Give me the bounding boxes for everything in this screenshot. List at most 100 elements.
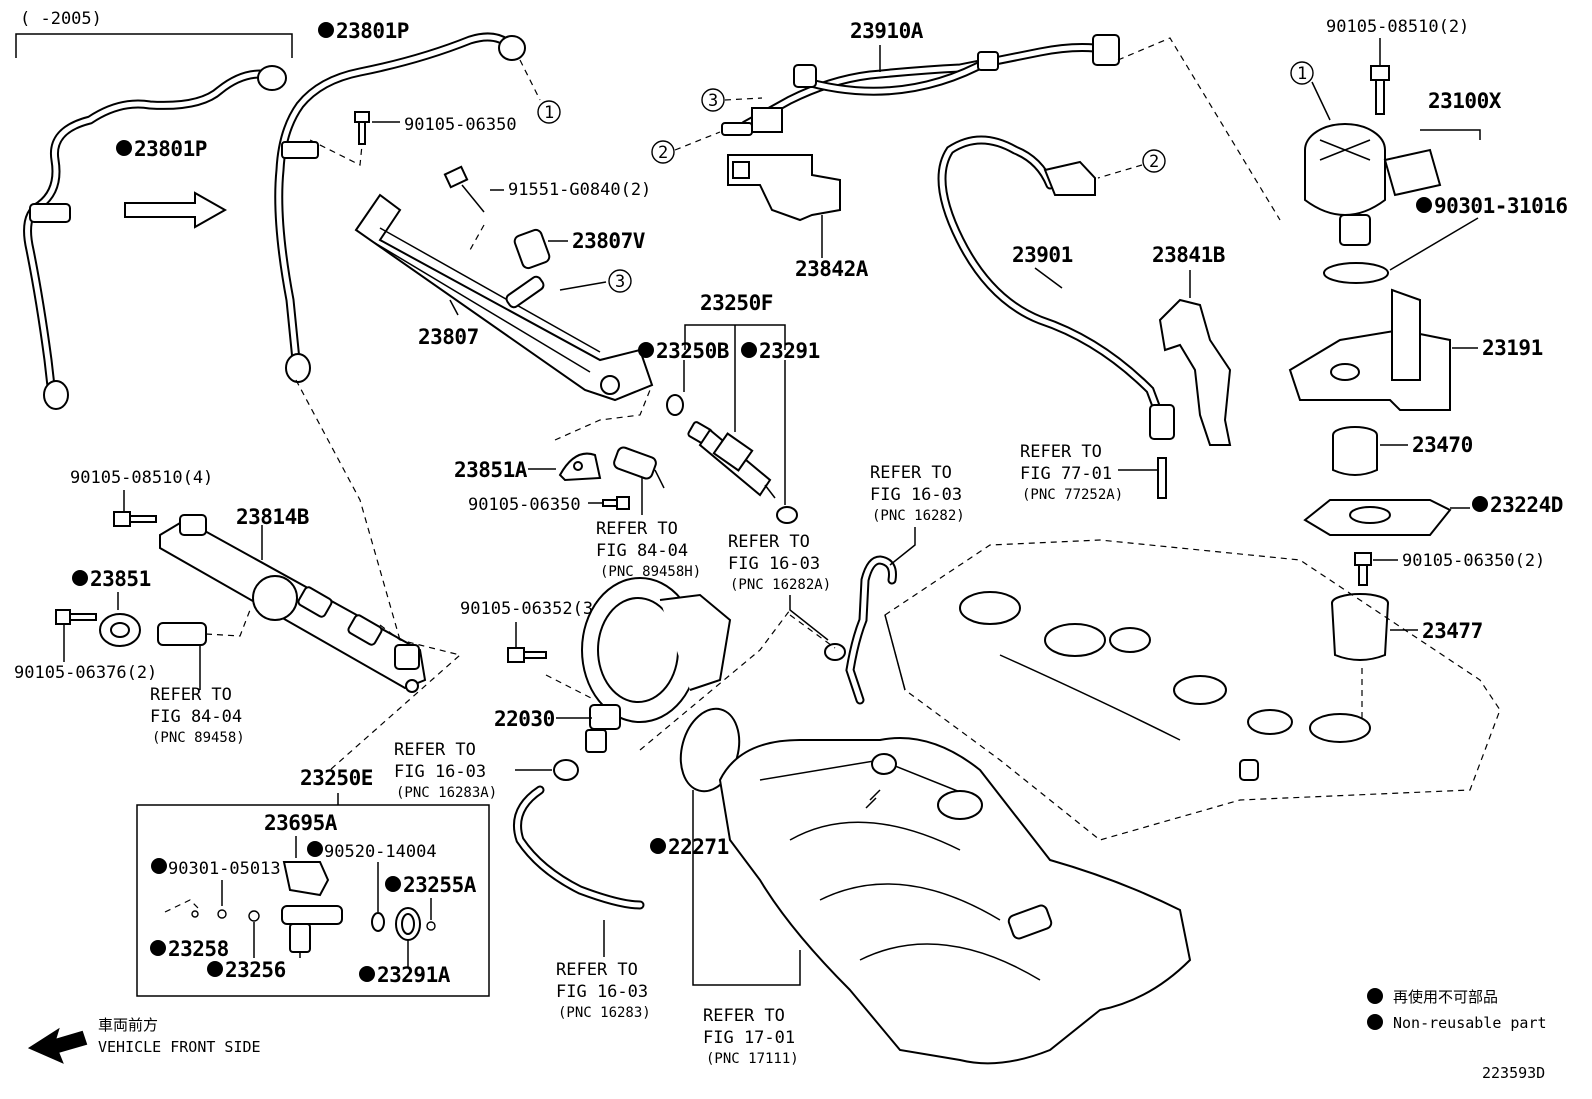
pressure-sensor: [157, 609, 251, 690]
part-number: 23807: [418, 325, 479, 349]
water-hose: [513, 785, 645, 957]
callout-3-vsv: 3: [701, 88, 763, 112]
svg-text:FIG 16-03: FIG 16-03: [728, 554, 820, 574]
part-number: 23250F: [700, 291, 773, 315]
part-90301-05013: 90301-05013: [151, 858, 281, 919]
callout-1-rail: 1: [537, 100, 561, 124]
part-23255A: 23255A: [385, 873, 477, 931]
part-number: 90301-31016: [1434, 194, 1568, 218]
svg-text:REFER TO: REFER TO: [703, 1006, 785, 1026]
part-23256: 23256: [207, 958, 286, 982]
fuel-pipe-new-illustration: [274, 32, 541, 383]
svg-text:1: 1: [1297, 64, 1307, 84]
svg-text:1: 1: [544, 103, 554, 123]
callout-2-vsv: 2: [651, 131, 721, 164]
part-number: 23842A: [795, 257, 869, 281]
part-number: 23851A: [454, 458, 528, 482]
part-number: 23224D: [1490, 493, 1563, 517]
fuel-pipe-old-illustration: [23, 65, 287, 410]
callout-1-pump: 1: [1290, 61, 1331, 121]
part-number: 23695A: [264, 811, 338, 835]
lifter-23470: 23470: [1332, 426, 1473, 476]
svg-text:FIG 77-01: FIG 77-01: [1020, 464, 1112, 484]
part-number: 23291A: [377, 963, 451, 987]
sensor-illustration: [613, 446, 665, 515]
vehicle-front-en: VEHICLE FRONT SIDE: [98, 1038, 261, 1056]
part-23291A: 23291A: [359, 963, 451, 987]
part-23801P-upper: 23801P: [318, 19, 409, 43]
cover-23841B: 23841B: [1152, 243, 1232, 446]
part-number: 23256: [225, 958, 286, 982]
part-number: 23807V: [572, 229, 646, 253]
svg-text:FIG 84-04: FIG 84-04: [150, 707, 242, 727]
svg-text:REFER TO: REFER TO: [870, 463, 952, 483]
svg-text:REFER TO: REFER TO: [394, 740, 476, 760]
svg-text:2: 2: [1149, 152, 1159, 172]
injector-kit-illustration: [164, 899, 421, 968]
svg-text:REFER TO: REFER TO: [728, 532, 810, 552]
part-number: 23801P: [336, 19, 409, 43]
svg-text:(PNC 16283): (PNC 16283): [558, 1005, 651, 1021]
date-range-bracket: ( -2005): [15, 9, 293, 58]
fuel-pump-23100X: 23100X: [1304, 89, 1502, 246]
part-number: 90105-06350: [468, 495, 581, 515]
part-number: 90105-08510(4): [70, 468, 213, 488]
svg-text:REFER TO: REFER TO: [556, 960, 638, 980]
svg-text:(PNC 17111): (PNC 17111): [706, 1051, 799, 1067]
svg-text:(PNC 89458H): (PNC 89458H): [600, 564, 701, 580]
part-number: 23250B: [656, 339, 729, 363]
vacuum-hose-small: [789, 555, 897, 705]
collar-23807V: 23807V: [513, 228, 646, 270]
vehicle-front-jp: 車両前方: [98, 1016, 158, 1034]
legend-jp: 再使用不可部品: [1393, 988, 1498, 1006]
callout-3-rail: 3: [608, 269, 632, 293]
svg-text:REFER TO: REFER TO: [150, 685, 232, 705]
fuel-rail-23807: 23807: [354, 193, 654, 402]
svg-text:(PNC 16282A): (PNC 16282A): [730, 577, 831, 593]
intake-manifold-illustration: [718, 737, 1192, 1065]
svg-text:(PNC 77252A): (PNC 77252A): [1022, 487, 1123, 503]
oring-9030131016: 90301-31016: [1323, 194, 1568, 284]
part-number: 23814B: [236, 505, 309, 529]
part-number: 91551-G0840(2): [508, 180, 651, 200]
gasket-22271: 22271: [650, 707, 801, 986]
svg-text:REFER TO: REFER TO: [1020, 442, 1102, 462]
legend: 再使用不可部品 Non-reusable part: [1367, 988, 1547, 1032]
part-23801P-lower: 23801P: [116, 137, 207, 161]
legend-en: Non-reusable part: [1393, 1014, 1547, 1032]
ref-fig-77-01: REFER TO FIG 77-01 (PNC 77252A): [1020, 442, 1167, 503]
part-number: 23258: [168, 937, 229, 961]
delivery-pipe-23814B: 23814B: [159, 379, 462, 771]
part-23851: 23851: [72, 567, 151, 647]
throttle-body-22030: 22030: [494, 577, 791, 753]
svg-text:2: 2: [658, 143, 668, 163]
part-23695A: 23695A: [264, 811, 338, 897]
bolt-9010508510-2: 90105-08510(2): [1326, 17, 1469, 115]
part-number: 23250E: [300, 766, 373, 790]
bolt-9010506350-2: 90105-06350(2): [1354, 551, 1545, 586]
part-number: 23851: [90, 567, 151, 591]
svg-text:FIG 84-04: FIG 84-04: [596, 541, 688, 561]
part-number: 90105-08510(2): [1326, 17, 1469, 37]
hose-23901: 23901: [937, 135, 1175, 440]
part-number: 23477: [1422, 619, 1483, 643]
injector-bracket-23250F: 23250F: [684, 291, 786, 432]
ref-fig-84-04-h: REFER TO FIG 84-04 (PNC 89458H): [596, 519, 701, 580]
injector-kit-box: 23250E: [136, 766, 490, 997]
ref-fig-16-03-283: REFER TO FIG 16-03 (PNC 16283): [556, 960, 651, 1021]
part-number: 23841B: [1152, 243, 1225, 267]
vsv-23842A: 23842A: [721, 107, 869, 281]
part-number: 22030: [494, 707, 555, 731]
gasket-23224D: 23224D: [1303, 493, 1563, 536]
svg-text:FIG 16-03: FIG 16-03: [870, 485, 962, 505]
part-number: 23255A: [403, 873, 477, 897]
part-number: 23100X: [1428, 89, 1502, 113]
svg-text:3: 3: [615, 272, 625, 292]
ref-fig-16-03-282: REFER TO FIG 16-03 (PNC 16282): [870, 463, 965, 566]
part-23258: 23258: [150, 937, 229, 961]
part-number: 90301-05013: [168, 859, 281, 879]
engine-head-illustration: [884, 539, 1501, 841]
part-number: 22271: [668, 835, 729, 859]
bolt-9010506376: 90105-06376(2): [14, 609, 157, 683]
